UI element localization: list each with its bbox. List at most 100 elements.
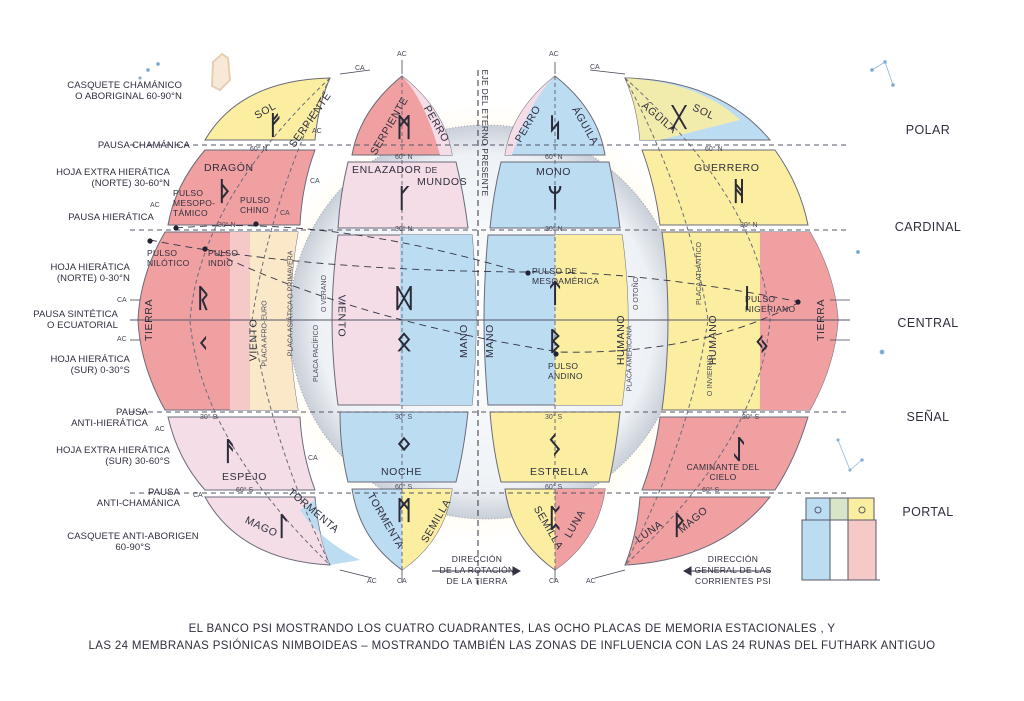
membrane-mono: MONO	[536, 166, 572, 178]
label-line: CAMINANTE DEL	[686, 462, 760, 472]
membrane-dragon: DRAGÓN	[204, 162, 254, 174]
latitude-lines	[130, 144, 850, 494]
zone-portal: PORTAL	[902, 505, 954, 519]
pulse-dot-chino	[253, 221, 259, 227]
portal-illustration	[801, 497, 880, 581]
ca-left-4: CA	[308, 455, 318, 462]
rune-fq3: ᛁ	[739, 284, 755, 314]
label-casquete-anti-aborigen: CASQUETE ANTI-ABORIGEN 60-90°S	[40, 531, 226, 553]
pulse-dot-nilotico	[147, 238, 153, 244]
pulse-dot-mesopotamico	[173, 225, 179, 231]
rune-rq6: ᛈ	[547, 504, 563, 534]
label-line: INDIO	[208, 258, 234, 268]
label-pausa-sintetica: PAUSA SINTÉTICA O ECUATORIAL	[20, 309, 118, 331]
label-line: O ECUATORIAL	[46, 320, 118, 331]
pulse-chino: PULSO CHINO	[240, 195, 270, 215]
ca-bottom-center-right: CA	[549, 578, 559, 585]
label-line: MESOPO-	[173, 198, 216, 208]
lat-30n-center-left: 30° N	[395, 226, 413, 233]
rune-fq4: ᛃ	[754, 329, 770, 359]
rune-lq2: ᚦ	[217, 177, 233, 207]
ca-left-2: CA	[280, 210, 290, 217]
plate-pacifico: PLACA PACÍFICO	[313, 324, 321, 383]
rune-lq1: ᚠ	[267, 111, 283, 141]
pulse-nilotico: PULSO NILÓTICO	[147, 248, 190, 268]
lat-60n-right: 60° N	[705, 146, 723, 153]
label-line: (SUR) 0-30°S	[70, 365, 130, 376]
label-line: DE LA TIERRA	[446, 576, 508, 586]
lat-60s-right: 60° S	[702, 487, 720, 494]
membrane-noche: NOCHE	[381, 466, 422, 478]
label-line: PAUSA	[147, 487, 180, 498]
rune-lq4: ᚲ	[195, 329, 211, 359]
label-line: HOJA HIERÁTICA	[50, 354, 130, 365]
lat-30s-left: 30° S	[200, 414, 218, 421]
lat-60n-center-right: 60° N	[545, 154, 563, 161]
constellations	[138, 60, 895, 472]
ca-left-5: CA	[193, 492, 203, 499]
ca-top-right: CA	[590, 64, 600, 71]
label-line: PAUSA SINTÉTICA	[33, 309, 118, 320]
membrane-caminante: CAMINANTE DEL CIELO	[678, 462, 768, 482]
ac-left-3: AC	[117, 336, 127, 343]
pulse-mesoamerica: PULSO DE MESOAMÉRICA	[532, 266, 599, 286]
rune-cq2: ᚴ	[396, 184, 412, 214]
label-line: O ABORIGINAL 60-90°N	[75, 91, 182, 102]
label-line: PULSO	[208, 248, 239, 258]
plate-invierno: O INVIERNO	[707, 354, 715, 397]
membrane-mundos: MUNDOS	[417, 176, 468, 188]
rune-fq1: ᚷ	[671, 103, 687, 133]
rune-fq5: ᛇ	[731, 435, 747, 465]
lat-30s-center-left: 30° S	[395, 414, 413, 421]
label-line: GENERAL DE LAS	[694, 565, 772, 575]
rotation-direction-label: DIRECCIÓN DE LA ROTACIÓN DE LA TIERRA	[432, 554, 522, 587]
plate-otono: O OTOÑO	[632, 277, 640, 310]
center-right-quadrant	[483, 75, 629, 571]
label-line: HOJA HIERÁTICA	[50, 262, 130, 273]
zone-polar: POLAR	[905, 123, 951, 137]
label-pausa-hieratica: PAUSA HIERÁTICA	[68, 212, 154, 223]
label-line: HOJA EXTRA HIERÁTICA	[56, 167, 170, 178]
membrane-enlazador-label: ENLAZADOR	[352, 164, 422, 176]
label-line: PULSO	[147, 248, 178, 258]
lat-30s-center-right: 30° S	[545, 414, 563, 421]
rune-rq3: ᛏ	[547, 279, 563, 309]
membrane-enlazador: ENLAZADOR DE	[352, 164, 438, 176]
label-hoja-hieratica-sur: HOJA HIERÁTICA (SUR) 0-30°S	[20, 354, 130, 376]
pulse-dot-indio	[202, 246, 208, 252]
lat-30s-right: 30° S	[742, 414, 760, 421]
ac-left-4: AC	[155, 426, 165, 433]
axis-label: EJE DEL ETERNO PRESENTE	[480, 69, 490, 197]
membrane-humano-right: HUMANO	[615, 314, 628, 366]
label-line: DIRECCIÓN	[707, 554, 759, 564]
pulse-mesopotamico: PULSO MESOPO- TÁMICO	[173, 188, 215, 218]
ca-bottom-center-left: CA	[397, 578, 407, 585]
rune-rq1: ᛋ	[547, 113, 563, 143]
rune-cq6: ᛗ	[396, 496, 412, 526]
ac-left-1: AC	[312, 128, 322, 135]
plate-afro-euro: PLACA AFRO-EURO	[261, 300, 269, 367]
membrane-tierra-far: TIERRA	[815, 298, 828, 342]
label-line: DIRECCIÓN	[451, 554, 503, 564]
membrane-espejo: ESPEJO	[222, 471, 268, 483]
label-line: 60-90°S	[115, 542, 151, 553]
center-left-quadrant	[331, 75, 477, 571]
lat-30n-center-right: 30° N	[545, 226, 563, 233]
label-line: PULSO	[548, 361, 579, 371]
lat-30n-right: 30° N	[740, 222, 758, 229]
caption-line-2: LAS 24 MEMBRANAS PSIÓNICAS NIMBOIDEAS – …	[88, 640, 936, 652]
caption-line-1: EL BANCO PSI MOSTRANDO LOS CUATRO CUADRA…	[188, 623, 836, 635]
pulse-dot-mesoamerica	[525, 270, 531, 276]
label-line: ANTI-HIERÁTICA	[71, 418, 148, 429]
plate-verano: O VERANO	[320, 275, 328, 312]
label-hoja-hieratica-norte: HOJA HIERÁTICA (NORTE) 0-30°N	[30, 262, 130, 284]
right-outer-quadrant	[624, 77, 839, 566]
plate-asiatica: PLACA ASIÁTICA O PRIMAVERA	[287, 250, 295, 357]
rotation-arrows	[432, 566, 770, 576]
zone-central: CENTRAL	[897, 316, 959, 330]
label-line: TÁMICO	[173, 208, 208, 218]
lat-60n-center-left: 60° N	[395, 154, 413, 161]
ca-left-1: CA	[310, 178, 320, 185]
rune-cq3: ᛞ	[396, 284, 412, 314]
